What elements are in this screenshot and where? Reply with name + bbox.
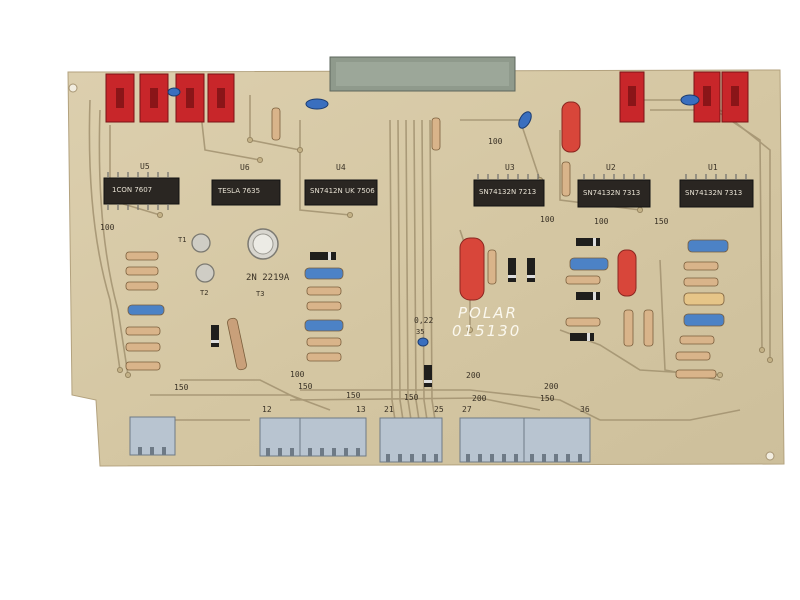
value-label: 100 [594,217,609,226]
ref-label: T2 [200,289,209,297]
chip-marking-u4: SN7412N UK 7506 [310,187,375,195]
pin-label: 12 [262,405,272,414]
ref-label: U6 [240,163,250,172]
relay [619,71,645,123]
value-label: 100 [488,137,503,146]
resistors [125,107,729,379]
transistor-t1 [191,233,211,253]
brand-label: POLAR [458,304,518,322]
relay [175,73,205,123]
pin-label: 25 [434,405,444,414]
value-label: 100 [290,370,305,379]
chip-marking-u5: 1CON 7607 [112,186,153,194]
value-label: 150 [346,391,361,400]
chip-marking-u2: SN74132N 7313 [583,189,641,197]
value-label: 200 [472,394,487,403]
value-label: 150 [404,393,419,402]
ic-chip [473,179,545,207]
edge-connectors [129,416,591,463]
value-label: 150 [540,394,555,403]
ref-label: T1 [178,236,187,244]
ref-label: U3 [505,163,515,172]
relay [207,73,235,123]
chip-marking-u1: SN74132N 7313 [685,189,743,197]
chip-marking-u3: SN74132N 7213 [479,188,537,196]
copper-traces [88,95,771,421]
relay [105,73,135,123]
transistors [191,228,279,283]
ceramic-capacitors [167,87,700,347]
transistor-marking: 2N 2219A [246,273,290,283]
ref-label: U5 [140,162,150,171]
diodes [211,238,600,387]
ref-label: U4 [336,163,346,172]
serial-label: 015130 [452,322,522,340]
chip-marking-u6: TESLA 7635 [218,187,261,195]
voltage-label: 35 [416,328,425,336]
ic-chip [304,179,378,206]
value-label: 150 [298,382,313,391]
relay [139,73,169,123]
value-label: 150 [174,383,189,392]
value-label: 200 [544,382,559,391]
edge-connector [129,416,176,456]
value-label: 100 [100,223,115,232]
ref-label: U1 [708,163,718,172]
ic-chips [103,172,754,210]
ic-chip [679,179,754,208]
ref-label: U2 [606,163,616,172]
capacitor-value-label: 0,22 [414,316,434,325]
relay [721,71,749,123]
board-substrate [67,69,785,467]
mounting-hole [68,83,78,93]
relays [105,71,749,123]
ic-chip [103,177,180,205]
ic-chip [577,179,651,208]
transistor-t2 [195,263,215,283]
pin-label: 36 [580,405,590,414]
value-label: 200 [466,371,481,380]
ref-label: T3 [256,290,265,298]
pin-label: 27 [462,405,472,414]
value-label: 100 [540,215,555,224]
pin-label: 21 [384,405,394,414]
ic-chip [211,179,281,206]
film-capacitors [459,101,637,301]
pin-label: 13 [356,405,366,414]
relay [693,71,721,123]
value-label: 150 [654,217,669,226]
mounting-hole [765,451,775,461]
